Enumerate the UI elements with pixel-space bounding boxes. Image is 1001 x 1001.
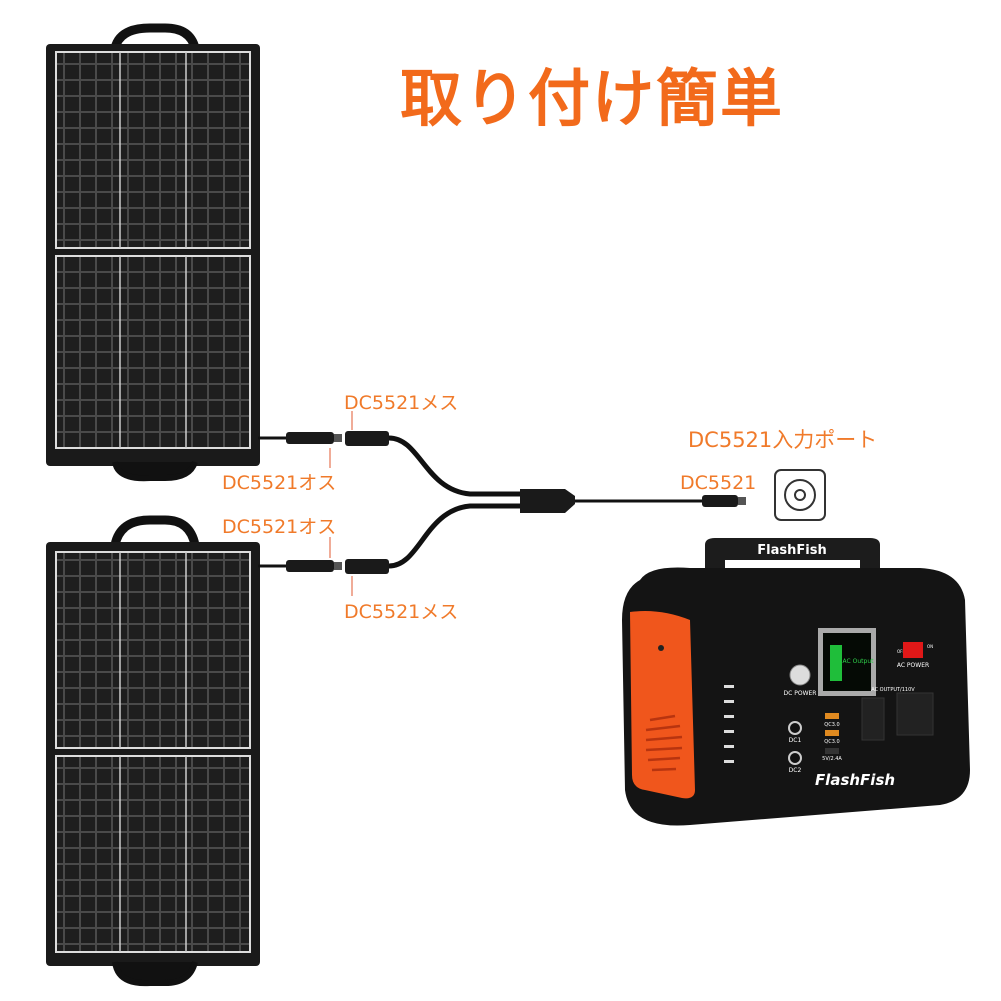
- label-top-male: DC5521オス: [222, 472, 337, 494]
- dc-power-label: DC POWER: [784, 690, 817, 697]
- dc-input-port-icon: [774, 469, 826, 521]
- female-jack-top: [345, 431, 389, 446]
- male-plug-top: [286, 432, 334, 444]
- screen-text: AC Output: [843, 658, 875, 665]
- solar-panel-top: [46, 23, 260, 482]
- y-cable: [258, 411, 746, 596]
- female-jack-bottom: [345, 559, 389, 574]
- dc-power-button: [789, 664, 811, 686]
- usb2-label: QC3.0: [824, 739, 839, 745]
- label-top-female: DC5521メス: [344, 392, 459, 414]
- dc1-label: DC1: [789, 737, 802, 744]
- usb1-label: QC3.0: [824, 722, 839, 728]
- power-station: FlashFish DC POWER AC Output OFF ON AC P…: [622, 538, 970, 826]
- output-plug: [702, 495, 738, 507]
- switch-off-label: OFF: [897, 649, 905, 654]
- solar-panel-bottom: [46, 515, 260, 987]
- page-title: 取り付け簡単: [400, 62, 785, 135]
- ac-power-switch: [903, 642, 923, 658]
- usb3-label: 5V/2.4A: [822, 756, 842, 762]
- label-input-port: DC5521入力ポート: [688, 428, 878, 452]
- switch-on-label: ON: [927, 644, 933, 649]
- ac-outlet-2: [896, 692, 934, 736]
- orange-side-panel: [630, 611, 695, 799]
- ac-power-label: AC POWER: [897, 662, 929, 669]
- dc1-port: [788, 721, 802, 735]
- splitter: [520, 489, 575, 513]
- ac-outlet-1: [861, 697, 885, 741]
- dc2-port: [788, 751, 802, 765]
- label-plug: DC5521: [680, 472, 757, 494]
- handle-brand: FlashFish: [757, 543, 826, 558]
- dc2-label: DC2: [789, 767, 802, 774]
- label-bottom-female: DC5521メス: [344, 601, 459, 623]
- label-bottom-male: DC5521オス: [222, 516, 337, 538]
- battery-icon: [830, 645, 842, 681]
- ac-output-label: AC OUTPUT/110V: [871, 687, 915, 693]
- male-plug-bottom: [286, 560, 334, 572]
- front-brand-logo: FlashFish: [815, 771, 895, 789]
